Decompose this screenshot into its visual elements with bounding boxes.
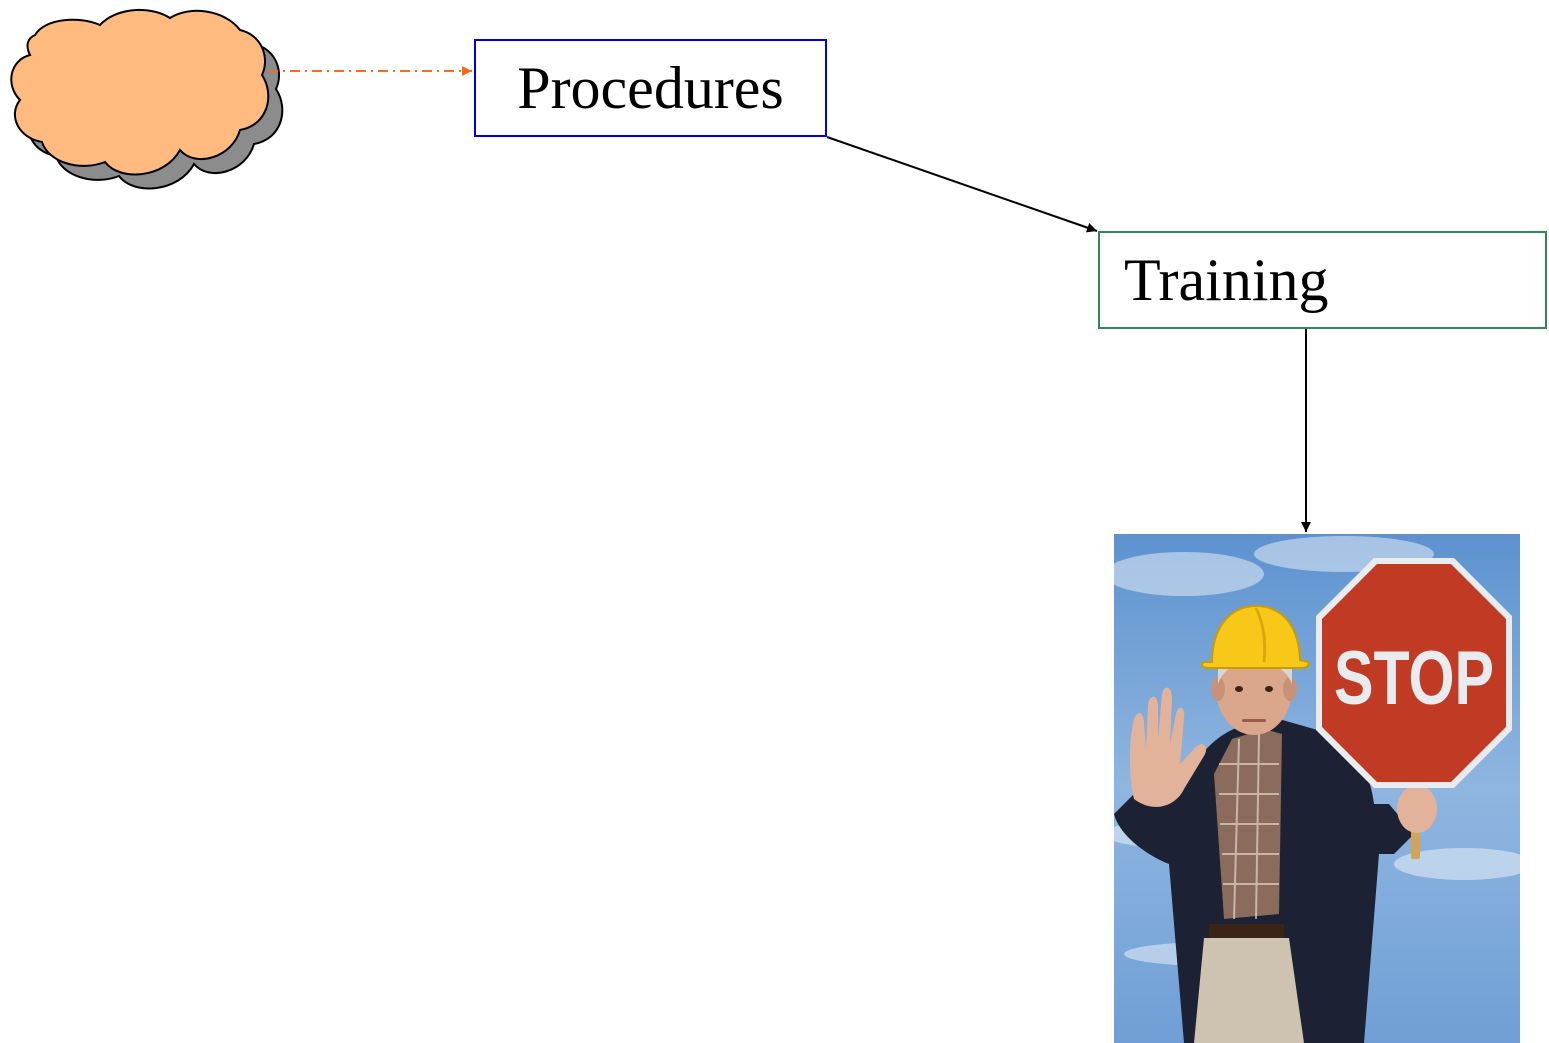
belt [1209,924,1284,938]
ear-left [1211,677,1225,701]
worker-stop-sign-photo: STOP [1114,534,1520,1043]
face [1235,686,1273,722]
cloud-shape [10,8,284,190]
stop-sign-face [1322,564,1506,782]
trousers [1194,938,1304,1043]
stop-sign: STOP [1316,558,1512,788]
procedures-box: Procedures [474,39,827,137]
stop-sign-text: STOP [1334,636,1494,721]
procedures-label: Procedures [517,54,784,121]
hard-hat [1200,604,1310,669]
ear-right [1283,677,1297,701]
training-box: Training [1098,231,1547,329]
shirt-plaid [1219,733,1279,920]
worker [1114,604,1437,1043]
training-label: Training [1124,246,1329,313]
cloud-body [10,8,270,176]
arrow-procedures-to-training [826,136,1098,233]
pole-hand [1397,785,1437,833]
hard-hat-ridge [1254,607,1267,663]
raised-hand [1129,687,1207,807]
